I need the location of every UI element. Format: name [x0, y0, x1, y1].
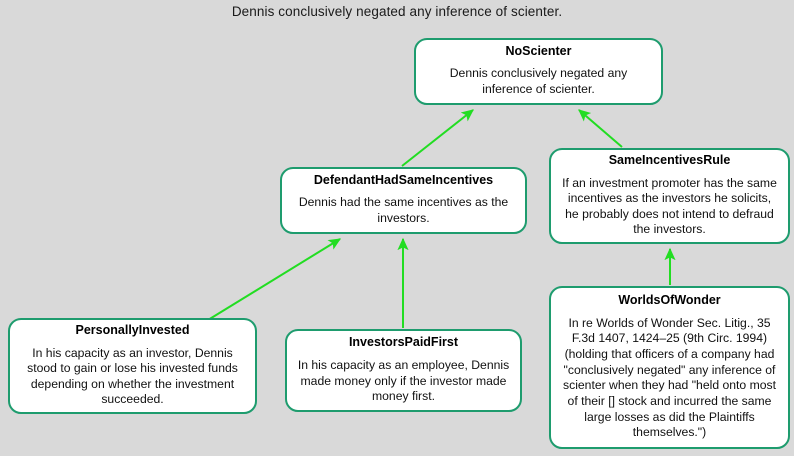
edge-personallyinvested-to-defendanthadsameincentives	[207, 238, 342, 321]
node-personallyinvested[interactable]: PersonallyInvested In his capacity as an…	[8, 318, 257, 414]
node-title: PersonallyInvested	[75, 322, 190, 337]
node-title: DefendantHadSameIncentives	[313, 172, 494, 187]
node-body: Dennis conclusively negated any inferenc…	[449, 66, 628, 97]
page-title: Dennis conclusively negated any inferenc…	[231, 4, 563, 19]
node-title: InvestorsPaidFirst	[348, 335, 459, 350]
edge-defendanthadsameincentives-to-noscienter	[401, 109, 474, 167]
node-title: WorldsOfWonder	[618, 293, 721, 308]
edge-sameincentivesrule-to-noscienter	[578, 109, 623, 148]
node-body: In his capacity as an investor, Dennis s…	[27, 345, 238, 407]
node-sameincentivesrule[interactable]: SameIncentivesRule If an investment prom…	[549, 148, 790, 244]
node-body: In his capacity as an employee, Dennis m…	[297, 357, 510, 404]
node-body: Dennis had the same incentives as the in…	[298, 195, 509, 226]
node-worldsofwonder[interactable]: WorldsOfWonder In re Worlds of Wonder Se…	[549, 286, 790, 449]
node-body: If an investment promoter has the same i…	[562, 175, 777, 237]
node-defendanthadsameincentives[interactable]: DefendantHadSameIncentives Dennis had th…	[280, 167, 527, 234]
node-noscienter[interactable]: NoScienter Dennis conclusively negated a…	[414, 38, 663, 105]
node-investorspaidfirst[interactable]: InvestorsPaidFirst In his capacity as an…	[285, 329, 522, 412]
node-title: SameIncentivesRule	[608, 152, 731, 167]
node-title: NoScienter	[505, 43, 572, 58]
node-body: In re Worlds of Wonder Sec. Litig., 35 F…	[563, 315, 776, 440]
